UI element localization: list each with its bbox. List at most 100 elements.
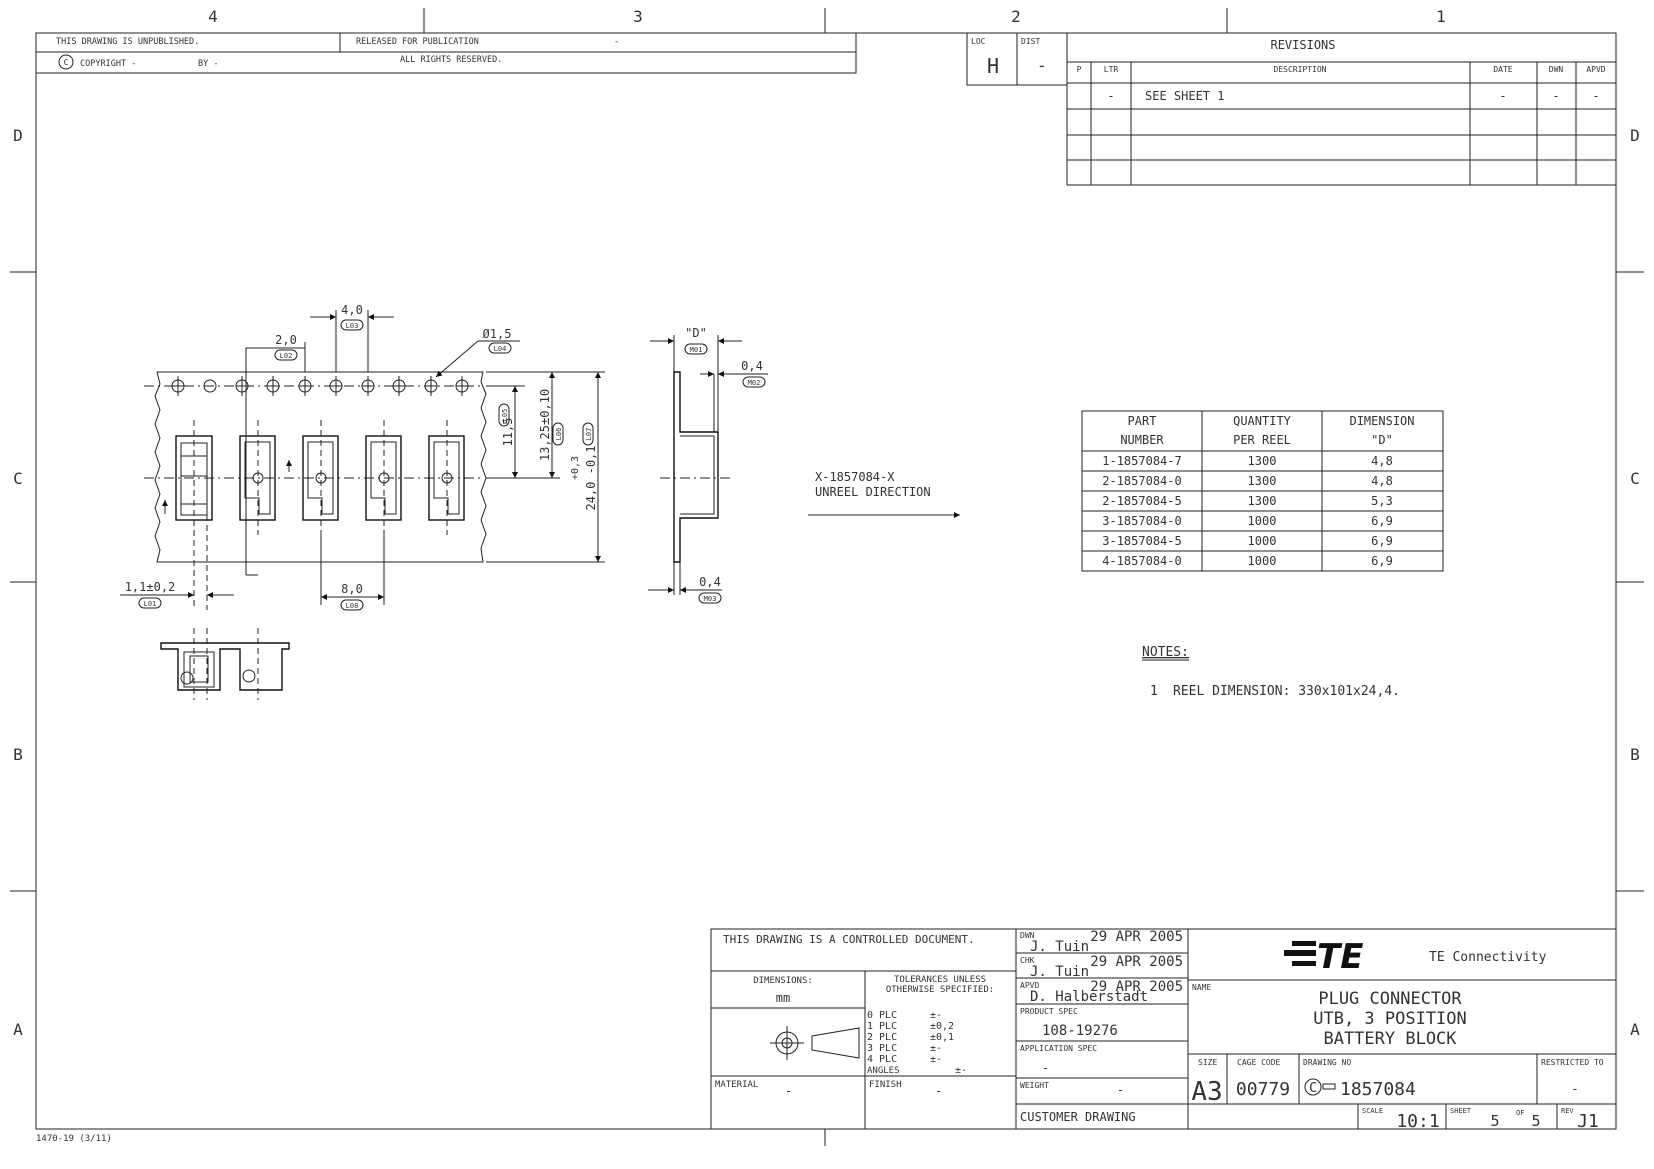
apvd-name: D. Halberstadt bbox=[1030, 989, 1148, 1005]
tol-plc-3: 3 PLC bbox=[867, 1043, 897, 1054]
dim-tag-l02: L02 bbox=[280, 352, 293, 360]
cage-code-value: 00779 bbox=[1236, 1079, 1290, 1100]
tol-plc-0: 0 PLC bbox=[867, 1010, 897, 1021]
zone-col-4: 4 bbox=[208, 7, 218, 26]
rev-col-ltr: LTR bbox=[1104, 65, 1119, 74]
dist-value: - bbox=[1037, 56, 1047, 75]
apvd-label: APVD bbox=[1020, 981, 1039, 990]
of-label: OF bbox=[1516, 1109, 1524, 1117]
rev-col-apvd: APVD bbox=[1586, 65, 1605, 74]
by-text: BY - bbox=[198, 59, 218, 69]
finish-value: - bbox=[935, 1084, 942, 1098]
dim-1-1: 1,1±0,2 bbox=[125, 580, 176, 594]
dwn-label: DWN bbox=[1020, 931, 1035, 940]
dim-tag-l06: L06 bbox=[555, 428, 563, 441]
rev-label: REV bbox=[1561, 1107, 1574, 1115]
dim-13-25: 13,25±0,10 bbox=[538, 389, 552, 461]
tol-val-4: ±- bbox=[930, 1054, 942, 1065]
dim-tag-l01: L01 bbox=[144, 600, 157, 608]
weight-label: WEIGHT bbox=[1020, 1081, 1049, 1090]
revisions-title: REVISIONS bbox=[1270, 38, 1335, 52]
restricted-label: RESTRICTED TO bbox=[1541, 1058, 1604, 1067]
angles-label: ANGLES bbox=[867, 1066, 900, 1076]
rev-row-date: - bbox=[1499, 89, 1506, 103]
zone-row-a-right: A bbox=[1630, 1020, 1640, 1039]
application-spec-label: APPLICATION SPEC bbox=[1020, 1044, 1097, 1053]
unpublished-text: THIS DRAWING IS UNPUBLISHED. bbox=[56, 37, 199, 47]
part-row-6-number: 4-1857084-0 bbox=[1102, 554, 1181, 568]
note-1-number: 1 bbox=[1150, 684, 1158, 699]
dim-8-0: 8,0 bbox=[341, 582, 363, 596]
rev-col-date: DATE bbox=[1493, 65, 1512, 74]
title-block: THIS DRAWING IS A CONTROLLED DOCUMENT. D… bbox=[710, 928, 1617, 1132]
dimensions-unit: mm bbox=[776, 991, 790, 1005]
sheet-value: 5 bbox=[1490, 1112, 1499, 1130]
rev-col-p: P bbox=[1077, 65, 1082, 74]
chk-label: CHK bbox=[1020, 956, 1035, 965]
part-header-1b: NUMBER bbox=[1120, 433, 1164, 447]
part-row-3-qty: 1300 bbox=[1248, 494, 1277, 508]
zone-row-c-right: C bbox=[1630, 469, 1640, 488]
scale-value: 10:1 bbox=[1396, 1111, 1439, 1132]
zone-labels: 4 3 2 1 D C B A D C B A bbox=[13, 7, 1640, 1039]
zone-col-2: 2 bbox=[1011, 7, 1021, 26]
rev-col-dwn: DWN bbox=[1549, 65, 1564, 74]
dim-tag-m03: M03 bbox=[704, 595, 717, 603]
released-value: - bbox=[614, 37, 619, 47]
zone-row-d-right: D bbox=[1630, 126, 1640, 145]
part-row-2-qty: 1300 bbox=[1248, 474, 1277, 488]
zone-col-1: 1 bbox=[1436, 7, 1446, 26]
scale-label: SCALE bbox=[1362, 1107, 1383, 1115]
part-row-1-number: 1-1857084-7 bbox=[1102, 454, 1181, 468]
tol-val-1: ±0,2 bbox=[930, 1021, 954, 1032]
part-header-2a: QUANTITY bbox=[1233, 414, 1292, 428]
dim-tag-l07: L07 bbox=[585, 428, 593, 441]
controlled-document: THIS DRAWING IS A CONTROLLED DOCUMENT. bbox=[723, 933, 975, 946]
zone-col-3: 3 bbox=[633, 7, 643, 26]
loc-label: LOC bbox=[971, 37, 986, 46]
customer-drawing: CUSTOMER DRAWING bbox=[1020, 1110, 1136, 1124]
cage-code-label: CAGE CODE bbox=[1237, 1058, 1281, 1067]
tolerances-label: TOLERANCES UNLESS bbox=[894, 975, 986, 985]
part-header-2b: PER REEL bbox=[1233, 433, 1291, 447]
part-row-3-number: 2-1857084-5 bbox=[1102, 494, 1181, 508]
tol-plc-1: 1 PLC bbox=[867, 1021, 897, 1032]
name-label: NAME bbox=[1192, 983, 1211, 992]
part-row-5-number: 3-1857084-5 bbox=[1102, 534, 1181, 548]
sheet-border bbox=[10, 8, 1644, 1146]
dimensions-label: DIMENSIONS: bbox=[753, 976, 813, 986]
dim-11-5: 11,5 bbox=[501, 418, 515, 447]
dim-tag-l05: L05 bbox=[501, 409, 509, 422]
rev-row-dwn: - bbox=[1552, 89, 1559, 103]
material-value: - bbox=[785, 1084, 792, 1098]
loc-value: H bbox=[987, 54, 999, 78]
tol-val-2: ±0,1 bbox=[930, 1032, 954, 1043]
copyright-letter: C bbox=[64, 58, 69, 67]
dim-d-label: "D" bbox=[685, 326, 707, 340]
rev-col-description: DESCRIPTION bbox=[1274, 65, 1327, 74]
application-spec-value: - bbox=[1042, 1061, 1049, 1075]
rights-text: ALL RIGHTS RESERVED. bbox=[400, 55, 502, 65]
part-header-3a: DIMENSION bbox=[1349, 414, 1414, 428]
dim-2-0: 2,0 bbox=[275, 333, 297, 347]
unreel-label: UNREEL DIRECTION bbox=[815, 485, 931, 499]
part-row-4-dim: 6,9 bbox=[1371, 514, 1393, 528]
sheet-label: SHEET bbox=[1450, 1107, 1472, 1115]
dim-0-4-top: 0,4 bbox=[741, 359, 763, 373]
part-header-1a: PART bbox=[1128, 414, 1157, 428]
dim-tag-l08: L08 bbox=[346, 602, 359, 610]
part-row-6-qty: 1000 bbox=[1248, 554, 1277, 568]
tape-end-view bbox=[160, 628, 290, 700]
part-row-5-dim: 6,9 bbox=[1371, 534, 1393, 548]
part-name-line-2: UTB, 3 POSITION bbox=[1313, 1009, 1467, 1029]
header-block: THIS DRAWING IS UNPUBLISHED. RELEASED FO… bbox=[35, 32, 857, 74]
tol-plc-2: 2 PLC bbox=[867, 1032, 897, 1043]
form-number: 1470-19 (3/11) bbox=[36, 1134, 112, 1144]
dim-24-0: 24,0 -0,1 bbox=[584, 445, 598, 510]
rev-row-description: SEE SHEET 1 bbox=[1145, 89, 1224, 103]
note-1-text: REEL DIMENSION: 330x101x24,4. bbox=[1173, 684, 1400, 699]
dwn-date: 29 APR 2005 bbox=[1090, 929, 1183, 945]
tape-dimensions: 4,0 L03 2,0 L02 Ø1,5 L04 11,5 L05 13,25±… bbox=[120, 303, 605, 611]
loc-dist-block: LOC H DIST - bbox=[966, 32, 1068, 86]
unreel-part-number: X-1857084-X bbox=[815, 470, 895, 484]
